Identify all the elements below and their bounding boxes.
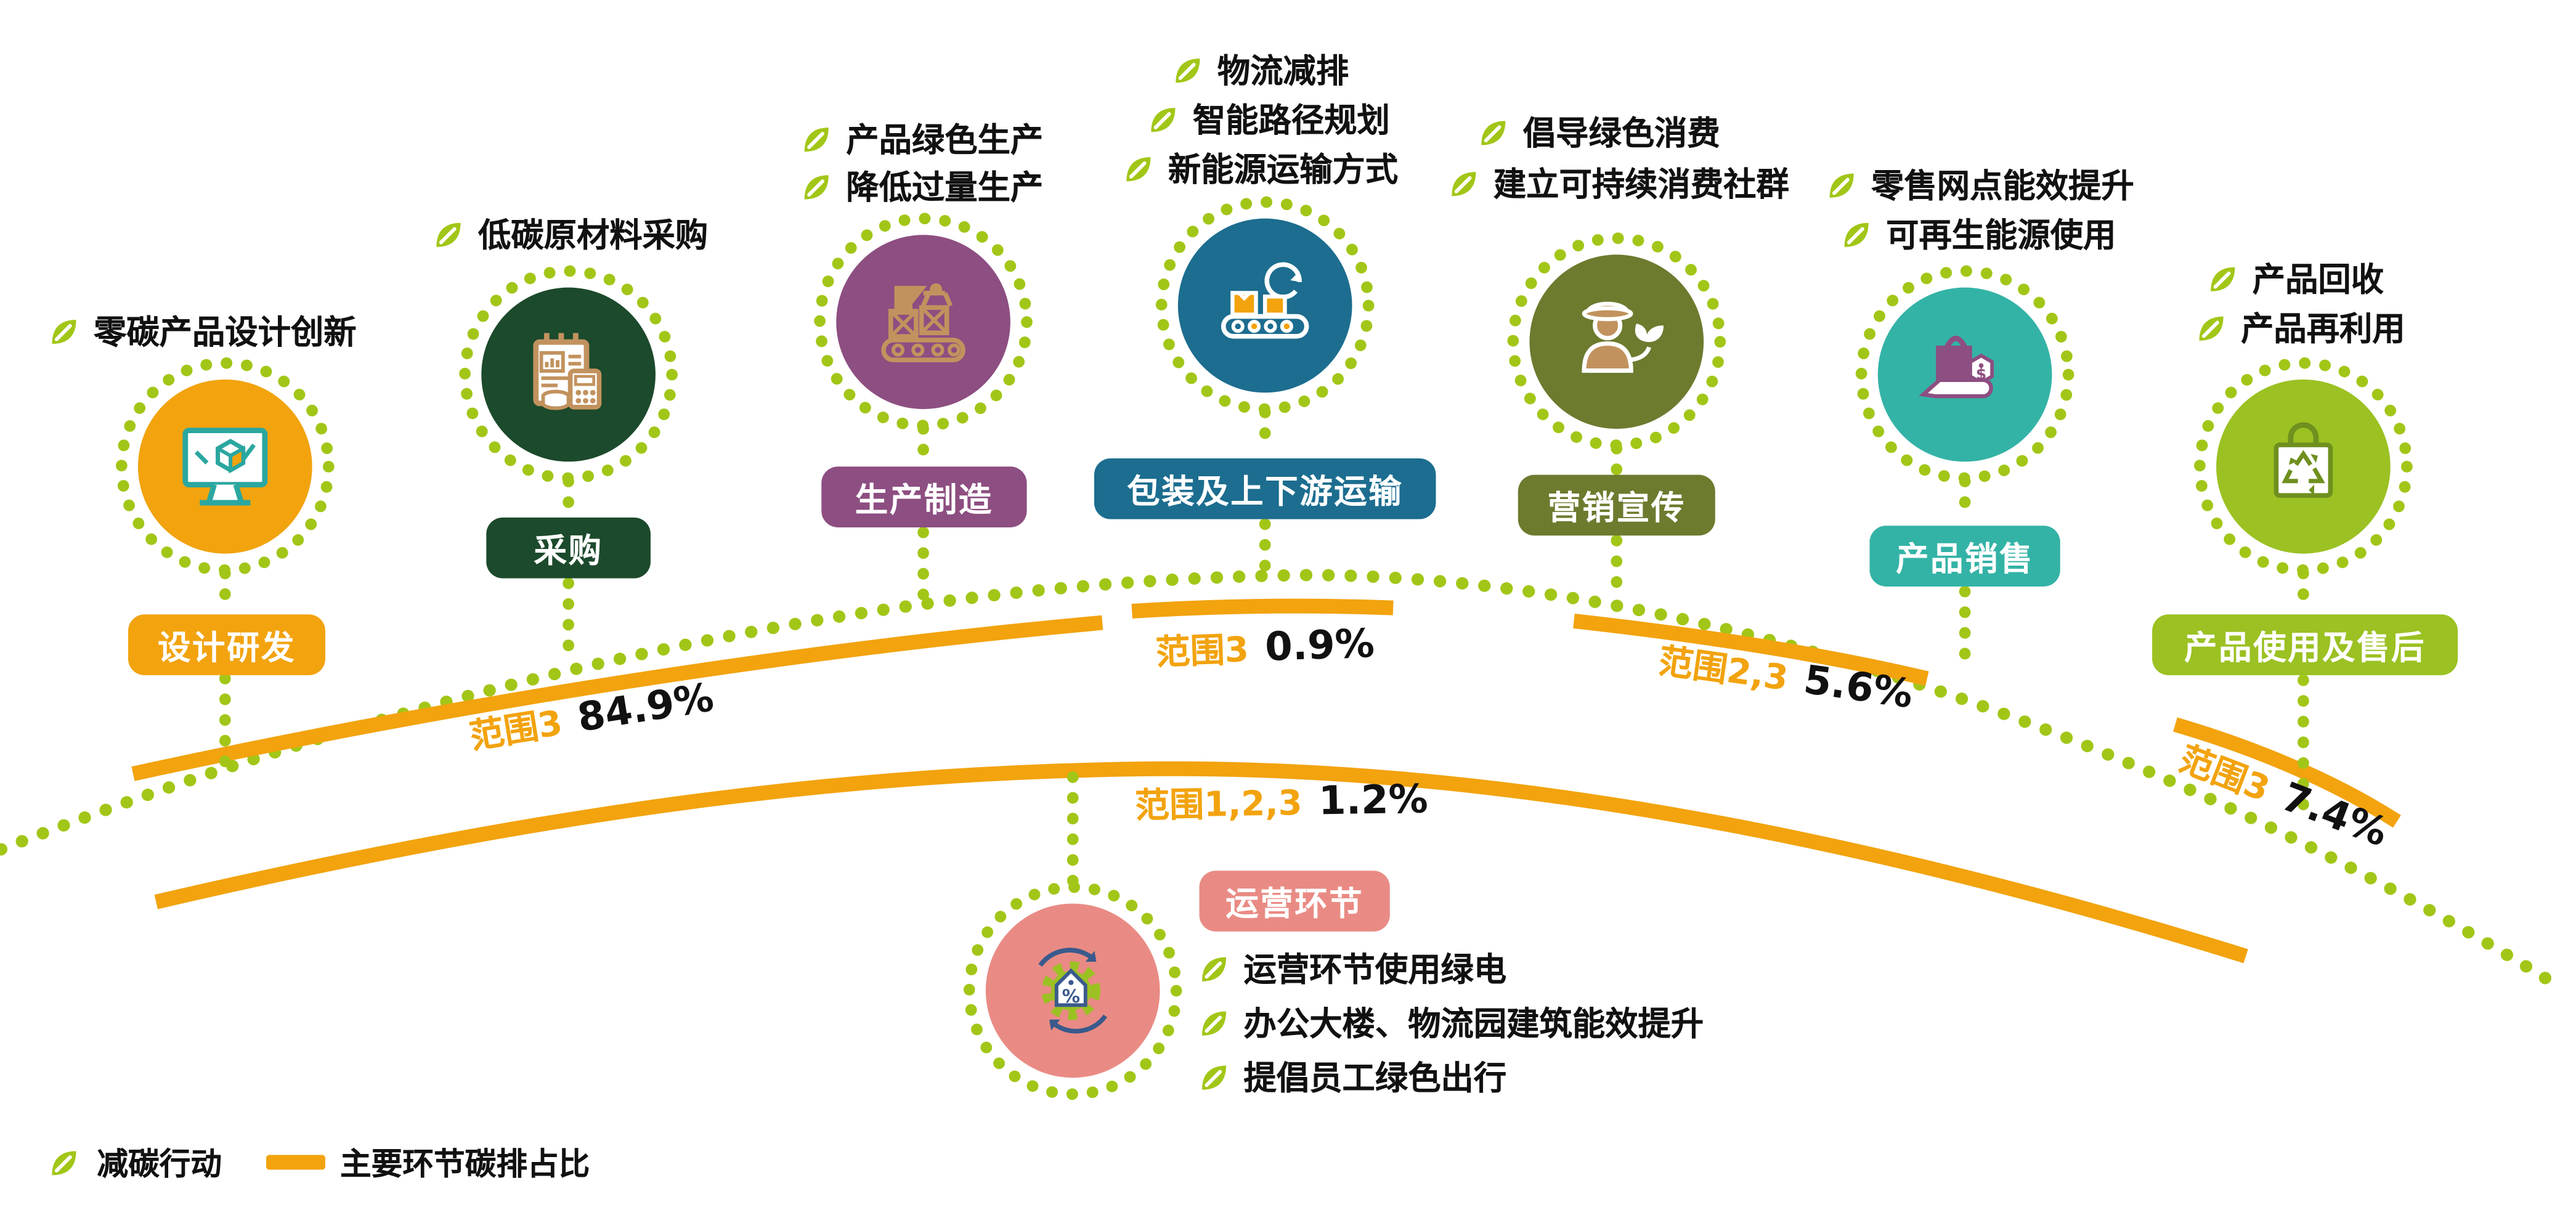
action-label: 建立可持续消费社群 (1493, 164, 1789, 204)
leaf-icon (798, 121, 835, 158)
stage-badge-sales: 产品销售 (1869, 526, 2060, 587)
legend-orange-bar (266, 1155, 326, 1170)
action-label: 低碳原材料采购 (477, 215, 709, 255)
stage-badge-design: 设计研发 (128, 614, 325, 675)
leaf-icon (2204, 261, 2241, 298)
emission-share-scope123-operations: 范围1,2,3 1.2% (1134, 774, 1429, 829)
leaf-icon (1476, 115, 1512, 152)
conveyor-boxes-cycle-icon (1221, 262, 1309, 339)
leaf-icon (1170, 52, 1206, 89)
action-label: 运营环节使用绿电 (1243, 949, 1507, 989)
action-label: 智能路径规划 (1192, 100, 1390, 140)
action-label: 产品再利用 (2241, 309, 2405, 349)
recycle-bag-icon (2273, 422, 2333, 498)
svg-text:%: % (1062, 986, 1080, 1007)
stage-ring-packaging (1155, 196, 1375, 415)
stage-ring-sales (1855, 265, 2074, 484)
stage-circle-marketing (1529, 254, 1704, 429)
leaf-icon (1446, 166, 1482, 202)
action-item: 可再生能源使用 (1839, 214, 2116, 256)
scope-value: 0.9% (1264, 620, 1375, 670)
stage-badge-procurement: 采购 (486, 517, 651, 579)
leaf-icon (1121, 151, 1157, 187)
emission-arc-scope3-upstream (131, 615, 1103, 781)
action-item: 新能源运输方式 (1121, 148, 1399, 190)
action-item: 产品绿色生产 (798, 118, 1043, 161)
leaf-icon (2193, 311, 2230, 347)
action-label: 提倡员工绿色出行 (1243, 1058, 1507, 1098)
action-item: 降低过量生产 (798, 166, 1043, 208)
action-item: 低碳原材料采购 (431, 214, 709, 256)
action-item: 运营环节使用绿电 (1196, 948, 1506, 991)
action-label: 产品回收 (2252, 259, 2384, 299)
leaf-icon (1145, 102, 1182, 138)
emission-arc-scope3-packaging (1131, 598, 1394, 619)
action-item: 产品回收 (2204, 258, 2384, 301)
scope-name: 范围1,2,3 (1134, 783, 1303, 826)
action-item: 零售网点能效提升 (1824, 165, 2134, 207)
action-item: 倡导绿色消费 (1476, 112, 1720, 154)
action-item: 零碳产品设计创新 (46, 311, 357, 353)
ledger-calculator-icon (533, 333, 602, 410)
action-item: 产品再利用 (2193, 307, 2405, 350)
action-label: 倡导绿色消费 (1522, 113, 1720, 153)
action-item: 办公大楼、物流园建筑能效提升 (1196, 1002, 1704, 1045)
action-item: 提倡员工绿色出行 (1196, 1057, 1506, 1099)
leaf-icon (1196, 1006, 1232, 1042)
legend: 减碳行动 主要环节碳排占比 (46, 1140, 590, 1185)
action-label: 办公大楼、物流园建筑能效提升 (1243, 1004, 1704, 1044)
gear-percent-tag-icon: % (1038, 948, 1108, 1034)
action-item: 物流减排 (1170, 49, 1349, 92)
stage-badge-aftersales: 产品使用及售后 (2152, 614, 2458, 675)
leaf-icon (1839, 217, 1875, 253)
action-label: 降低过量生产 (846, 167, 1044, 207)
action-label: 产品绿色生产 (846, 120, 1044, 160)
stage-ring-design (115, 357, 335, 576)
stage-ring-aftersales (2194, 357, 2413, 576)
conveyor-robot-arm-icon (881, 283, 965, 363)
action-label: 零碳产品设计创新 (93, 312, 357, 352)
stage-badge-operations: 运营环节 (1199, 871, 1390, 932)
leaf-icon (431, 217, 467, 253)
stage-ring-marketing (1507, 232, 1726, 451)
leaf-icon (46, 314, 83, 350)
hand-shopping-bag-icon: $ (1919, 336, 1994, 399)
scope-value: 1.2% (1318, 776, 1429, 824)
stage-badge-packaging: 包装及上下游运输 (1094, 458, 1436, 519)
stage-ring-manufacturing (814, 213, 1033, 431)
action-label: 零售网点能效提升 (1871, 166, 2134, 206)
farmer-plant-icon (1582, 301, 1664, 373)
leaf-icon (46, 1144, 83, 1180)
connector-stems (219, 406, 2309, 890)
leaf-icon (1824, 168, 1860, 204)
scope-name: 范围3 (1155, 630, 1249, 673)
action-label: 物流减排 (1217, 51, 1349, 91)
legend-share-label: 主要环节碳排占比 (340, 1147, 590, 1183)
stage-badge-marketing: 营销宣传 (1518, 474, 1715, 536)
emission-arc-scope3-aftersales (2173, 717, 2401, 828)
stage-ring-operations (963, 881, 1182, 1100)
stage-badge-manufacturing: 生产制造 (821, 466, 1027, 527)
stage-ring-procurement (459, 265, 678, 484)
leaf-icon (1196, 951, 1232, 988)
action-item: 智能路径规划 (1145, 99, 1390, 141)
emission-arc-scope23-retail (1573, 614, 1929, 686)
action-item: 建立可持续消费社群 (1446, 163, 1789, 205)
emission-share-scope3-packaging: 范围3 0.9% (1155, 619, 1375, 675)
leaf-icon (798, 169, 835, 206)
emission-arc-scope123-operations (154, 761, 2248, 964)
action-label: 新能源运输方式 (1168, 149, 1399, 189)
legend-action-label: 减碳行动 (97, 1147, 222, 1183)
leaf-icon (1196, 1060, 1232, 1096)
action-label: 可再生能源使用 (1886, 215, 2116, 255)
design-monitor-icon (182, 428, 268, 506)
